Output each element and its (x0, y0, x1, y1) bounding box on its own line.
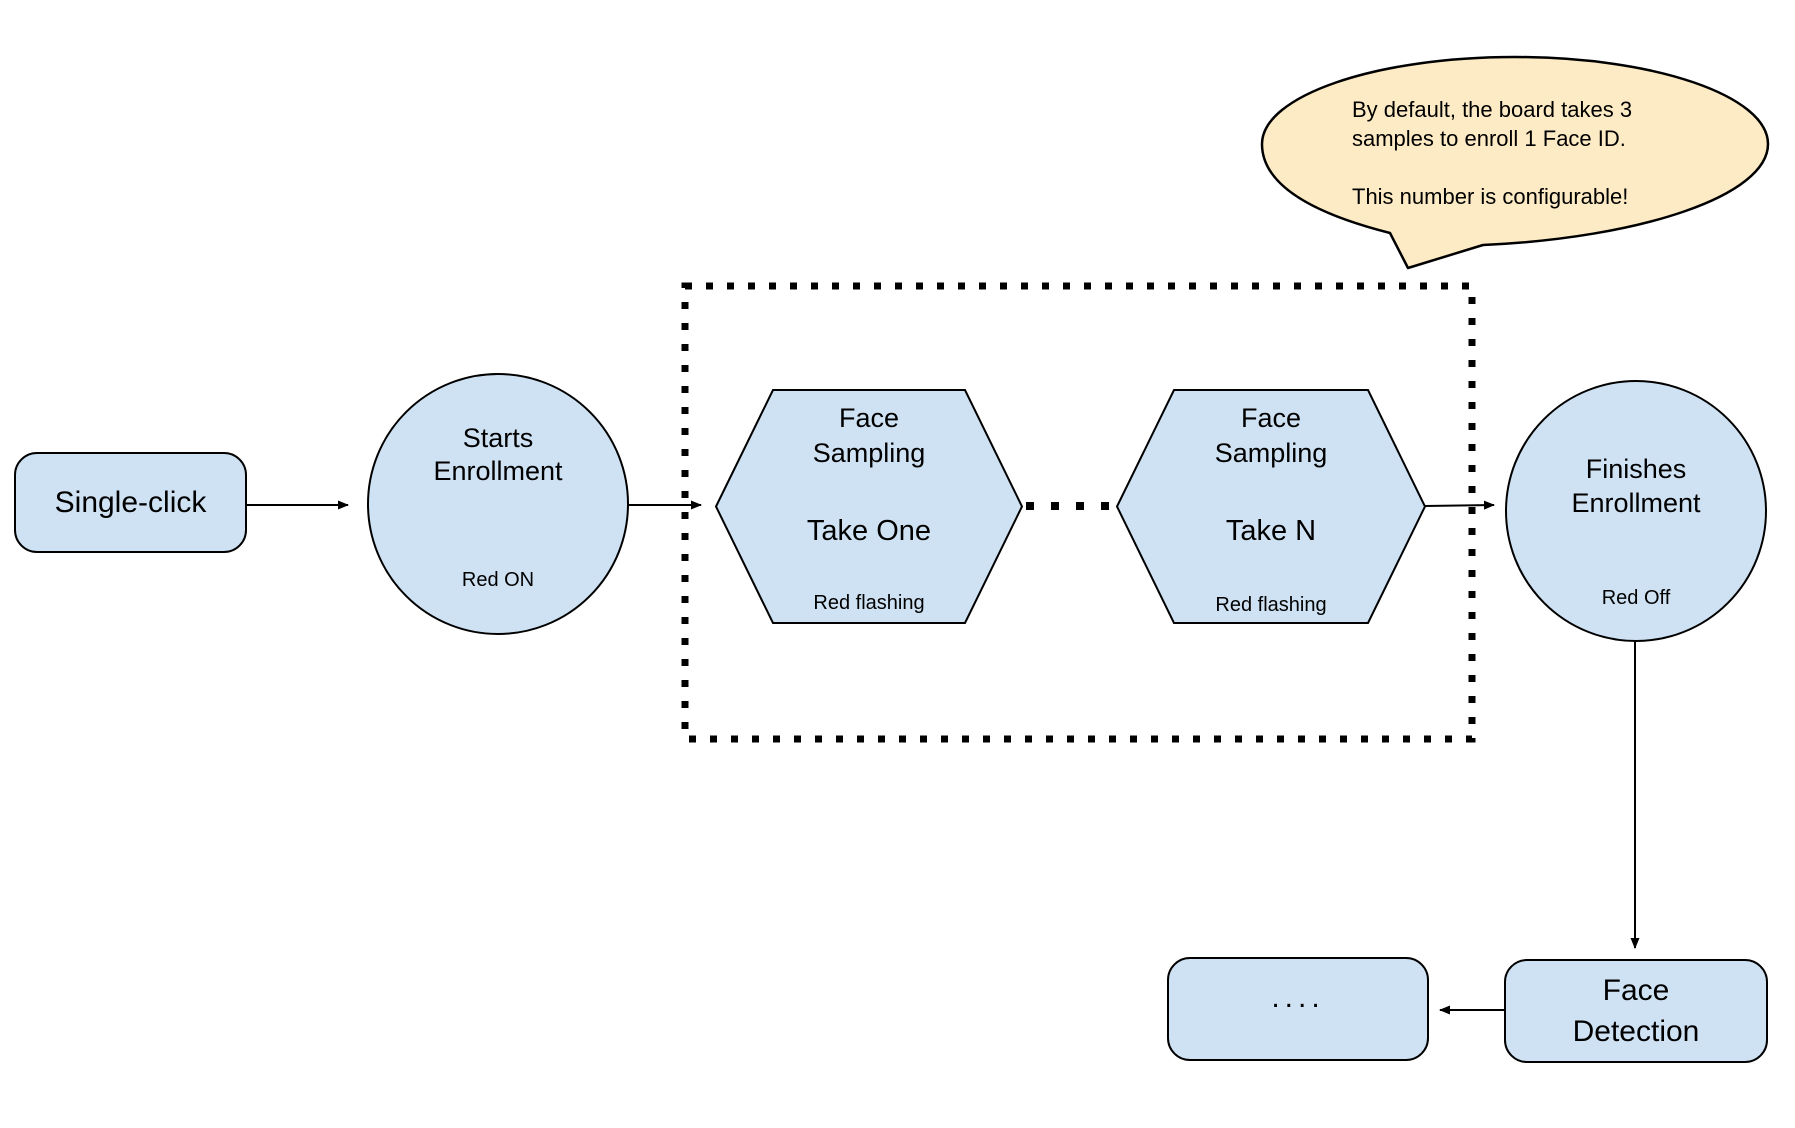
face-sampling-one-node-shape (714, 389, 1024, 624)
single-click-node-shape (14, 452, 247, 553)
face-sampling-n-title: Face Sampling (1214, 403, 1328, 468)
face-sampling-one-status: Red flashing (813, 592, 925, 614)
arrow-sampling-n-to-finishes (1424, 500, 1495, 510)
finishes-enrollment-title: Finishes Enrollment (1571, 454, 1701, 518)
starts-enrollment-title: Starts Enrollment (433, 423, 563, 486)
face-sampling-n-take-label: Take N (1225, 515, 1317, 547)
continuation-node-shape (1167, 957, 1429, 1061)
face-sampling-n-status: Red flashing (1215, 594, 1327, 616)
face-sampling-one-take-label: Take One (806, 515, 932, 547)
sampling-group-dotted-border (681, 282, 1476, 743)
callout-text: By default, the board takes 3 samples to… (1352, 97, 1633, 209)
face-sampling-one-title: Face Sampling (812, 403, 926, 468)
face-sampling-n-node-shape (1115, 389, 1427, 624)
face-detection-node-shape (1504, 959, 1768, 1063)
finishes-enrollment-status: Red Off (1601, 587, 1671, 609)
starts-enrollment-node-shape (367, 373, 629, 635)
continuation-dots-text: .... (1271, 981, 1325, 1014)
continuation-label: .... (1168, 958, 1428, 1060)
face-detection-label: Face Detection (1572, 974, 1700, 1048)
finishes-enrollment-node-shape (1505, 380, 1767, 642)
starts-enrollment-status: Red ON (461, 569, 535, 591)
callout-bubble-shape (1260, 55, 1770, 270)
single-click-label: Single-click (54, 486, 207, 519)
